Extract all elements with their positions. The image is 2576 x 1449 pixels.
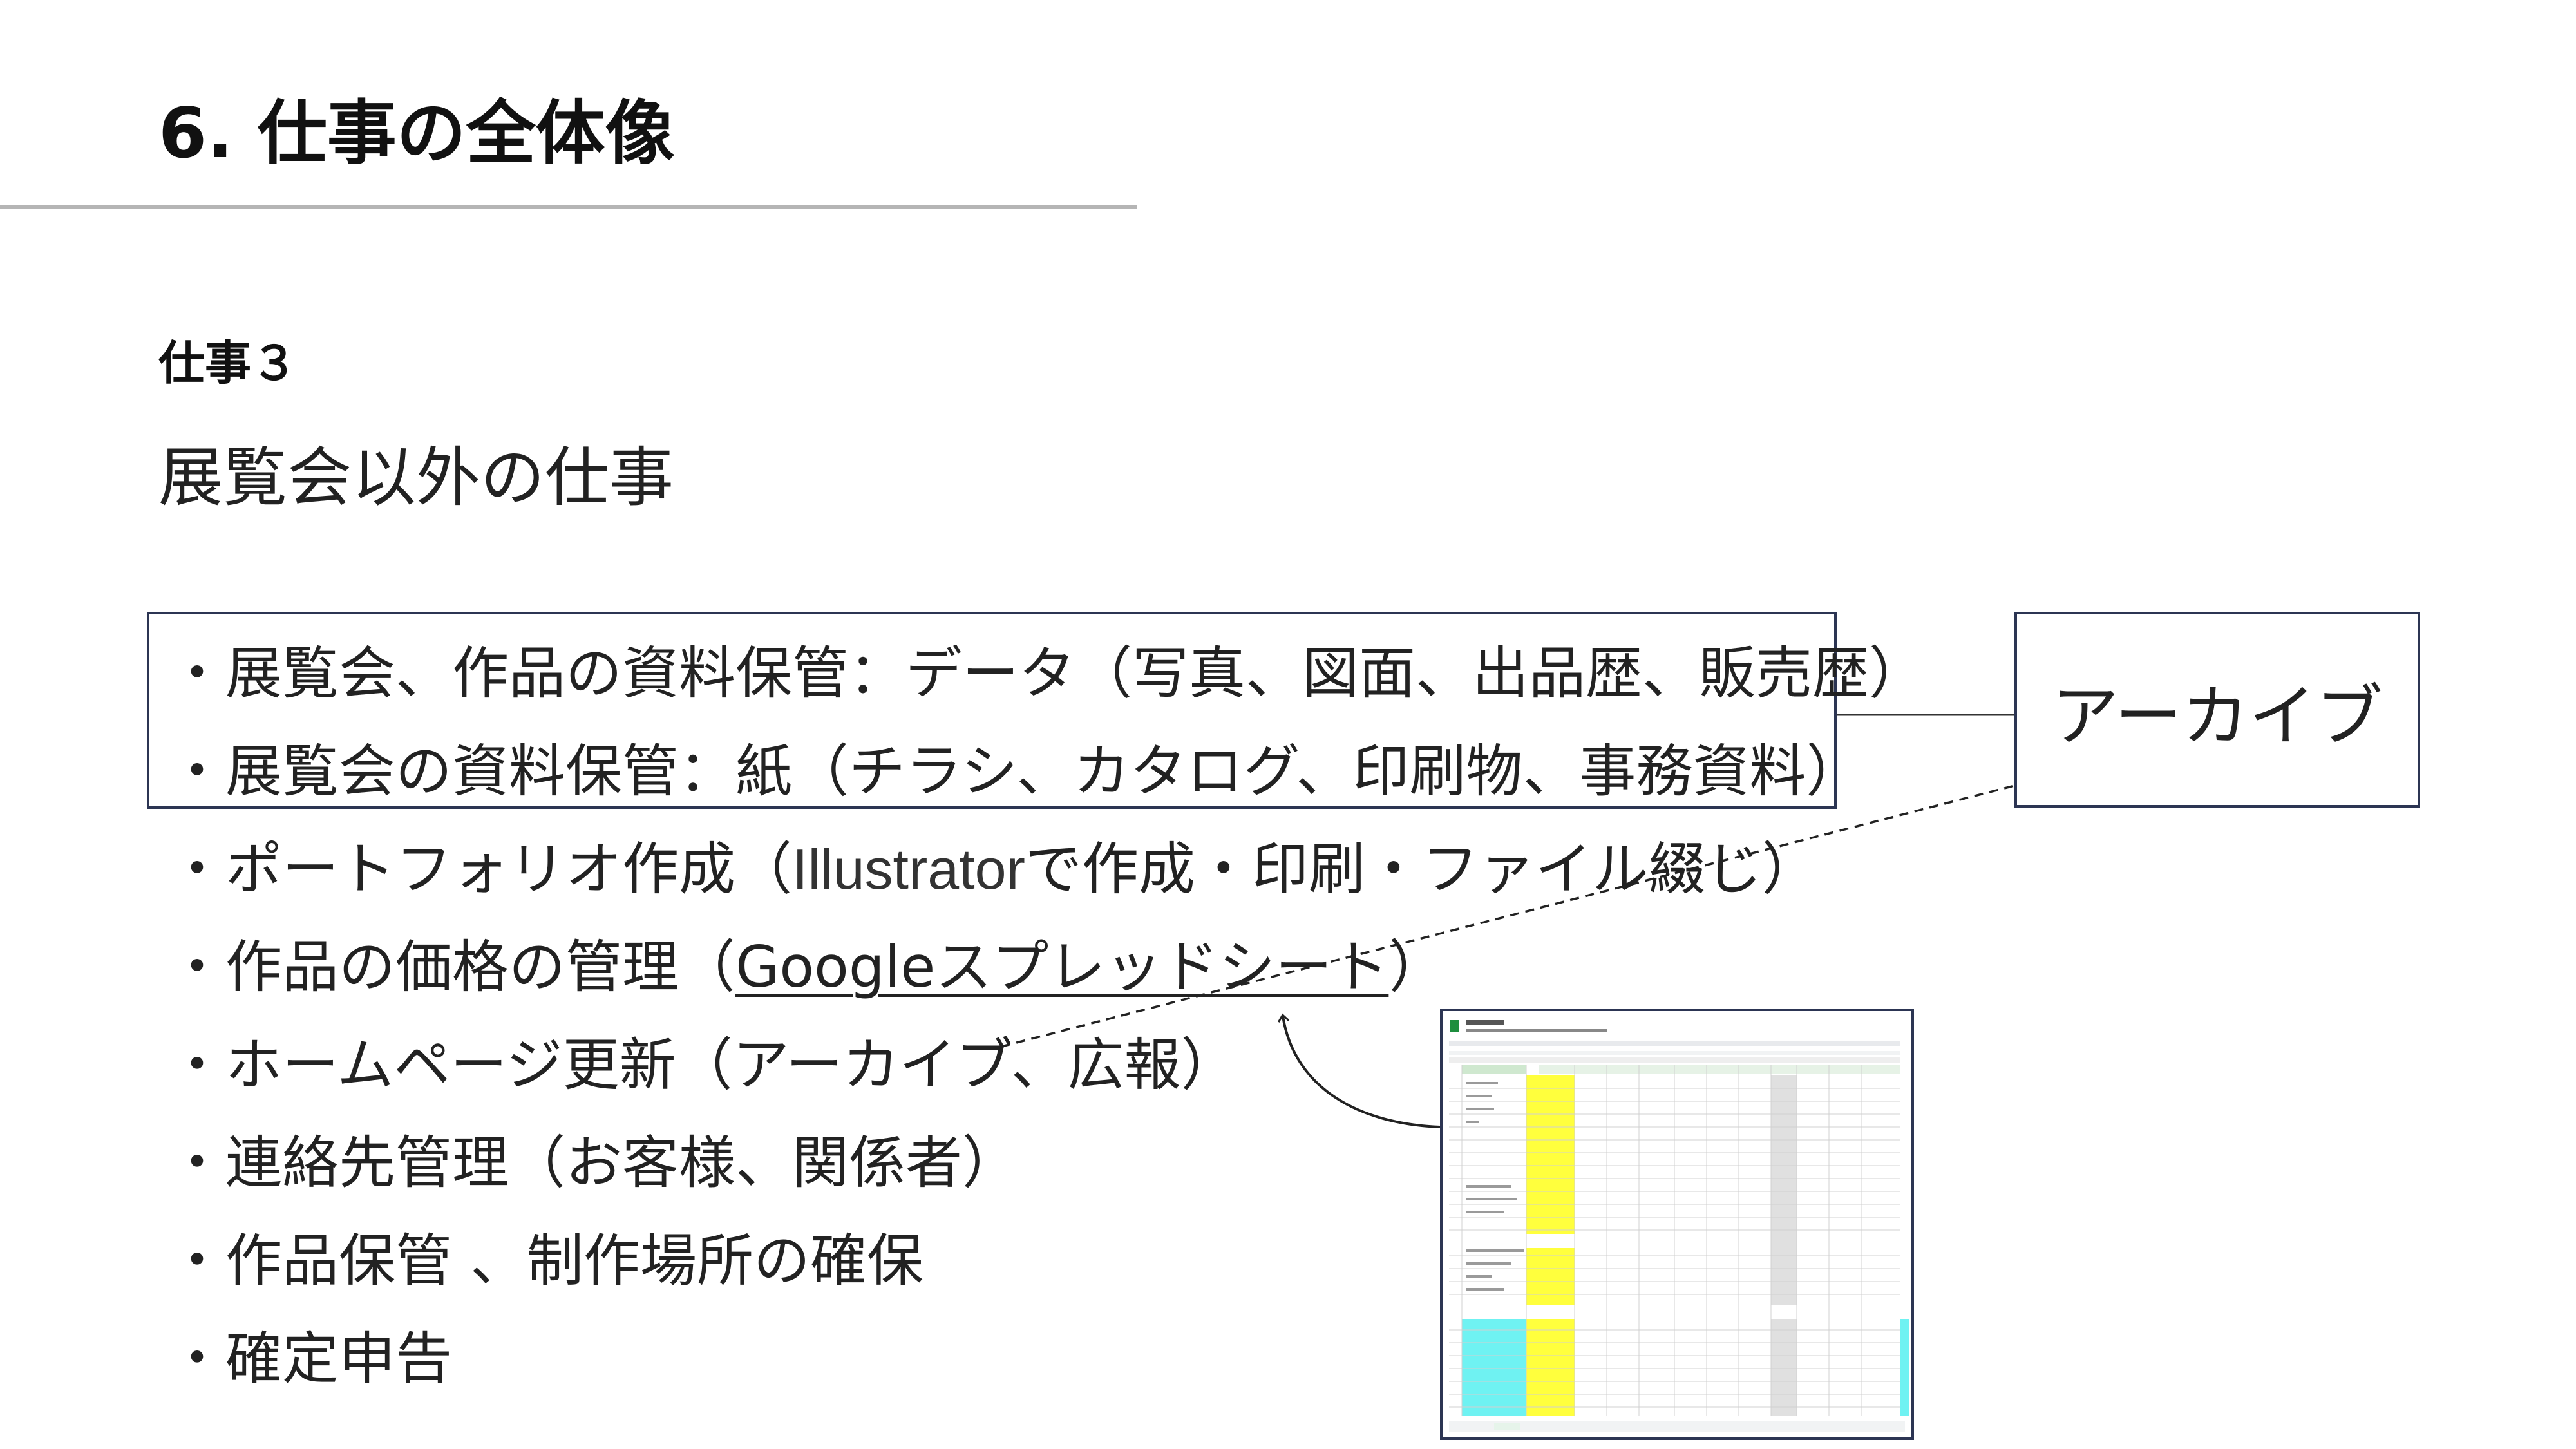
- list-item: ・作品保管 、制作場所の確保: [169, 1227, 923, 1294]
- illustrator-text: Illustrator: [792, 837, 1025, 901]
- section-label: 仕事３: [158, 336, 298, 390]
- list-item: ・展覧会、作品の資料保管：データ（写真、図面、出品歴、販売歴）: [169, 640, 1926, 706]
- section-heading: 展覧会以外の仕事: [158, 440, 674, 515]
- list-item: ・確定申告: [169, 1325, 453, 1392]
- list-item: ・連絡先管理（お客様、関係者）: [169, 1130, 1019, 1196]
- spreadsheet-screenshot: [1440, 1009, 1914, 1440]
- archive-box: アーカイブ: [2014, 612, 2420, 808]
- list-item: ・展覧会の資料保管：紙（チラシ、カタログ、印刷物、事務資料）: [169, 738, 1863, 804]
- archive-group-box: [147, 612, 1837, 809]
- spreadsheet-thumbnail: [1443, 1011, 1911, 1437]
- title-divider: [0, 205, 1137, 209]
- list-item: ・作品の価格の管理（Googleスプレッドシート）: [169, 934, 1446, 1000]
- archive-label: アーカイブ: [2052, 676, 2383, 755]
- list-item: ・ポートフォリオ作成（Illustratorで作成・印刷・ファイル綴じ）: [169, 836, 1819, 902]
- slide-title: 6. 仕事の全体像: [158, 93, 675, 174]
- spreadsheet-link-text: Googleスプレッドシート: [735, 934, 1389, 1000]
